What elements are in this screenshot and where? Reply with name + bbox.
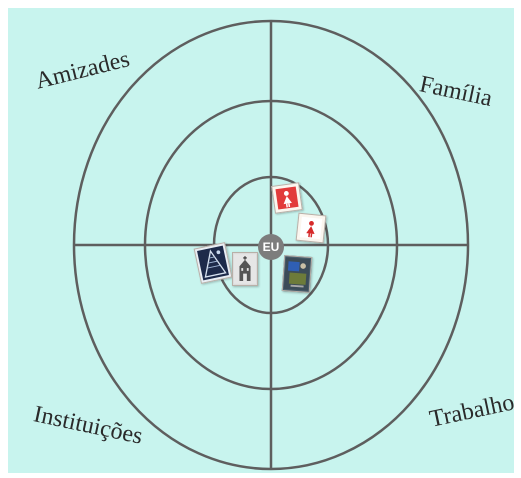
woman-icon: [296, 213, 327, 244]
church-icon: [232, 252, 258, 286]
work-photo-icon: [282, 255, 312, 293]
woman-icon: [271, 182, 303, 214]
center-label-eu: EU: [258, 234, 284, 260]
